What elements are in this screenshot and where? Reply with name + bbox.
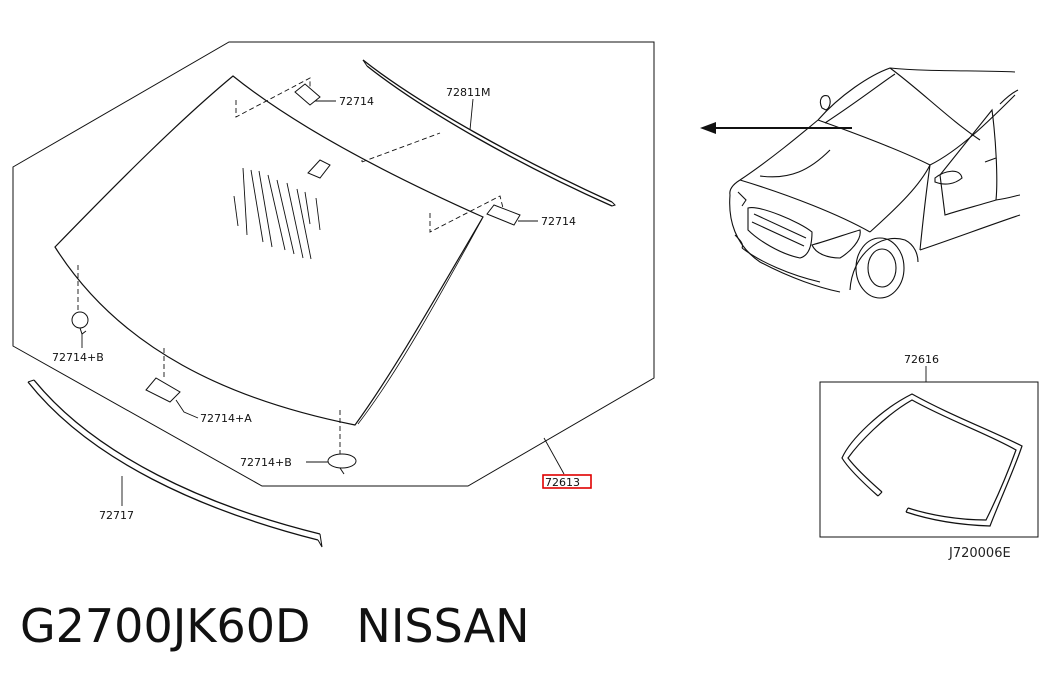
- car-illustration: [729, 67, 1021, 299]
- mirror-mount-pad: [307, 159, 331, 179]
- callout-lower-molding: 72717: [99, 509, 134, 522]
- seal-inset-frame: [819, 381, 1039, 538]
- clip-top: [235, 77, 336, 118]
- exploded-view-frame: [12, 41, 655, 487]
- callout-seal: 72616: [904, 353, 939, 366]
- part-number: G2700JK60D: [20, 599, 311, 653]
- callout-clip-left-b: 72714+B: [52, 351, 104, 364]
- windshield-seal: [841, 393, 1023, 527]
- callout-clip-bottom-b: 72714+B: [240, 456, 292, 469]
- highlight-box: [542, 474, 592, 489]
- callout-clip-right: 72714: [541, 215, 576, 228]
- callout-molding-top: 72811M: [446, 86, 490, 99]
- callout-clip-lower-a: 72714+A: [200, 412, 252, 425]
- caption: G2700JK60D NISSAN: [20, 596, 530, 656]
- clip-bottom-b: [306, 410, 357, 475]
- leader-molding-top: [469, 98, 474, 131]
- callout-glass[interactable]: 72613: [545, 476, 580, 489]
- brand-name: NISSAN: [356, 599, 530, 653]
- direction-arrow: [700, 122, 852, 134]
- clip-lower-a: [145, 348, 199, 419]
- reference-code: J720006E: [948, 546, 1011, 561]
- clip-right: [429, 195, 538, 233]
- upper-molding: [362, 59, 616, 207]
- glass-shading-lines: [233, 167, 321, 260]
- clip-left-b: [71, 265, 89, 348]
- lower-molding: [27, 379, 323, 548]
- callout-clip-top: 72714: [339, 95, 374, 108]
- leader-glass: [543, 437, 565, 475]
- dashed-guide-molding: [361, 132, 441, 163]
- windshield-glass: [54, 75, 484, 426]
